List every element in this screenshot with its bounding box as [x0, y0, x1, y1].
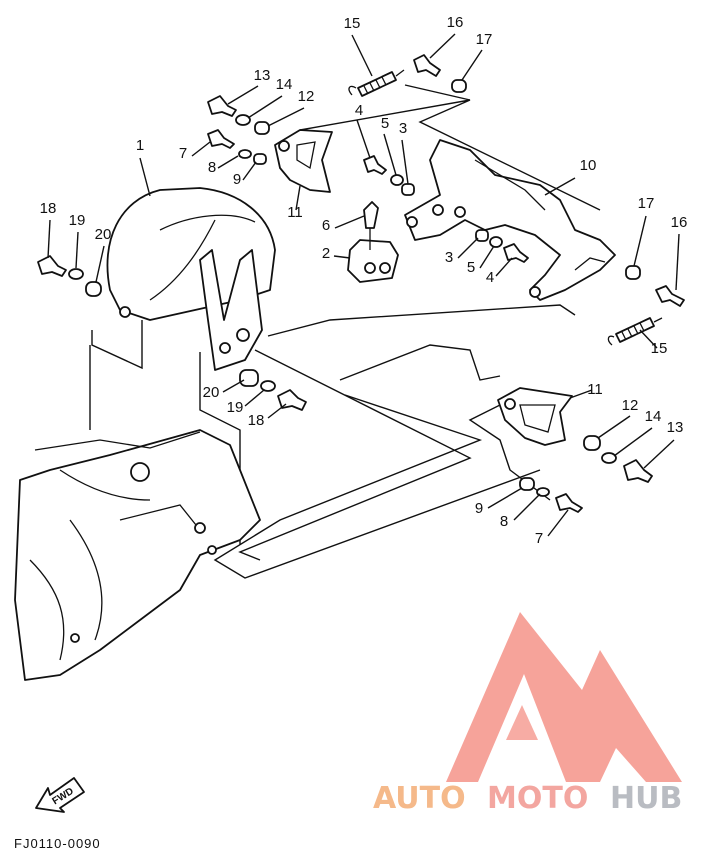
link-plate-part-11-upper	[274, 129, 333, 193]
callout-18-c18a: 18	[40, 200, 57, 217]
watermark-text-hub: HUB	[610, 781, 682, 816]
callout-19-c19b: 19	[227, 399, 244, 416]
callout-18-c18b: 18	[248, 412, 265, 429]
watermark-text-auto: AUTO	[373, 781, 466, 816]
callout-5-c5a: 5	[381, 115, 389, 132]
callout-14-c14b: 14	[645, 408, 662, 425]
watermark-text-moto: MOTO	[487, 781, 588, 816]
callout-13-c13a: 13	[254, 67, 271, 84]
mount-bracket-part-10	[404, 139, 616, 301]
callout-8-c8a: 8	[208, 159, 216, 176]
callout-15-c15a: 15	[344, 15, 361, 32]
callout-9-c9b: 9	[475, 500, 483, 517]
callout-9-c9a: 9	[233, 171, 241, 188]
callout-13-c13b: 13	[667, 419, 684, 436]
callout-10-c10: 10	[580, 157, 597, 174]
spring-part-15-lower	[607, 317, 663, 346]
assembly-lines	[89, 84, 601, 579]
callout-16-c16a: 16	[447, 14, 464, 31]
cover-bracket-part-1	[106, 187, 276, 371]
callout-4-c4a: 4	[355, 102, 363, 119]
callout-1-c1: 1	[136, 137, 144, 154]
diagram-code: FJ0110-0090	[14, 836, 101, 851]
callout-14-c14a: 14	[276, 76, 293, 93]
spring-part-15-upper	[348, 69, 405, 97]
callout-17-c17b: 17	[638, 195, 655, 212]
callout-17-c17a: 17	[476, 31, 493, 48]
callout-6-c6: 6	[322, 217, 330, 234]
watermark-logo	[446, 612, 682, 782]
callout-19-c19a: 19	[69, 212, 86, 229]
engine-case	[14, 429, 261, 681]
fasteners	[37, 54, 685, 513]
callout-2-c2: 2	[322, 245, 330, 262]
callout-15-c15b: 15	[651, 340, 668, 357]
callout-7-c7b: 7	[535, 530, 543, 547]
link-plate-part-11-lower	[497, 387, 573, 446]
callout-20-c20b: 20	[203, 384, 220, 401]
callout-5-c5b: 5	[467, 259, 475, 276]
leader-lines	[47, 33, 680, 537]
callout-11-c11b: 11	[587, 381, 603, 398]
callout-20-c20a: 20	[95, 226, 112, 243]
callout-16-c16b: 16	[671, 214, 688, 231]
callout-3-c3b: 3	[445, 249, 453, 266]
callout-8-c8b: 8	[500, 513, 508, 530]
fwd-arrow: FWD	[35, 777, 85, 813]
callout-7-c7a: 7	[179, 145, 187, 162]
callout-3-c3a: 3	[399, 120, 407, 137]
nipple-part-6	[363, 201, 379, 250]
callout-12-c12b: 12	[622, 397, 639, 414]
callout-4-c4b: 4	[486, 269, 494, 286]
callout-11-c11a: 11	[287, 204, 303, 221]
callout-12-c12a: 12	[298, 88, 315, 105]
damper-mount-part-2	[347, 239, 399, 283]
